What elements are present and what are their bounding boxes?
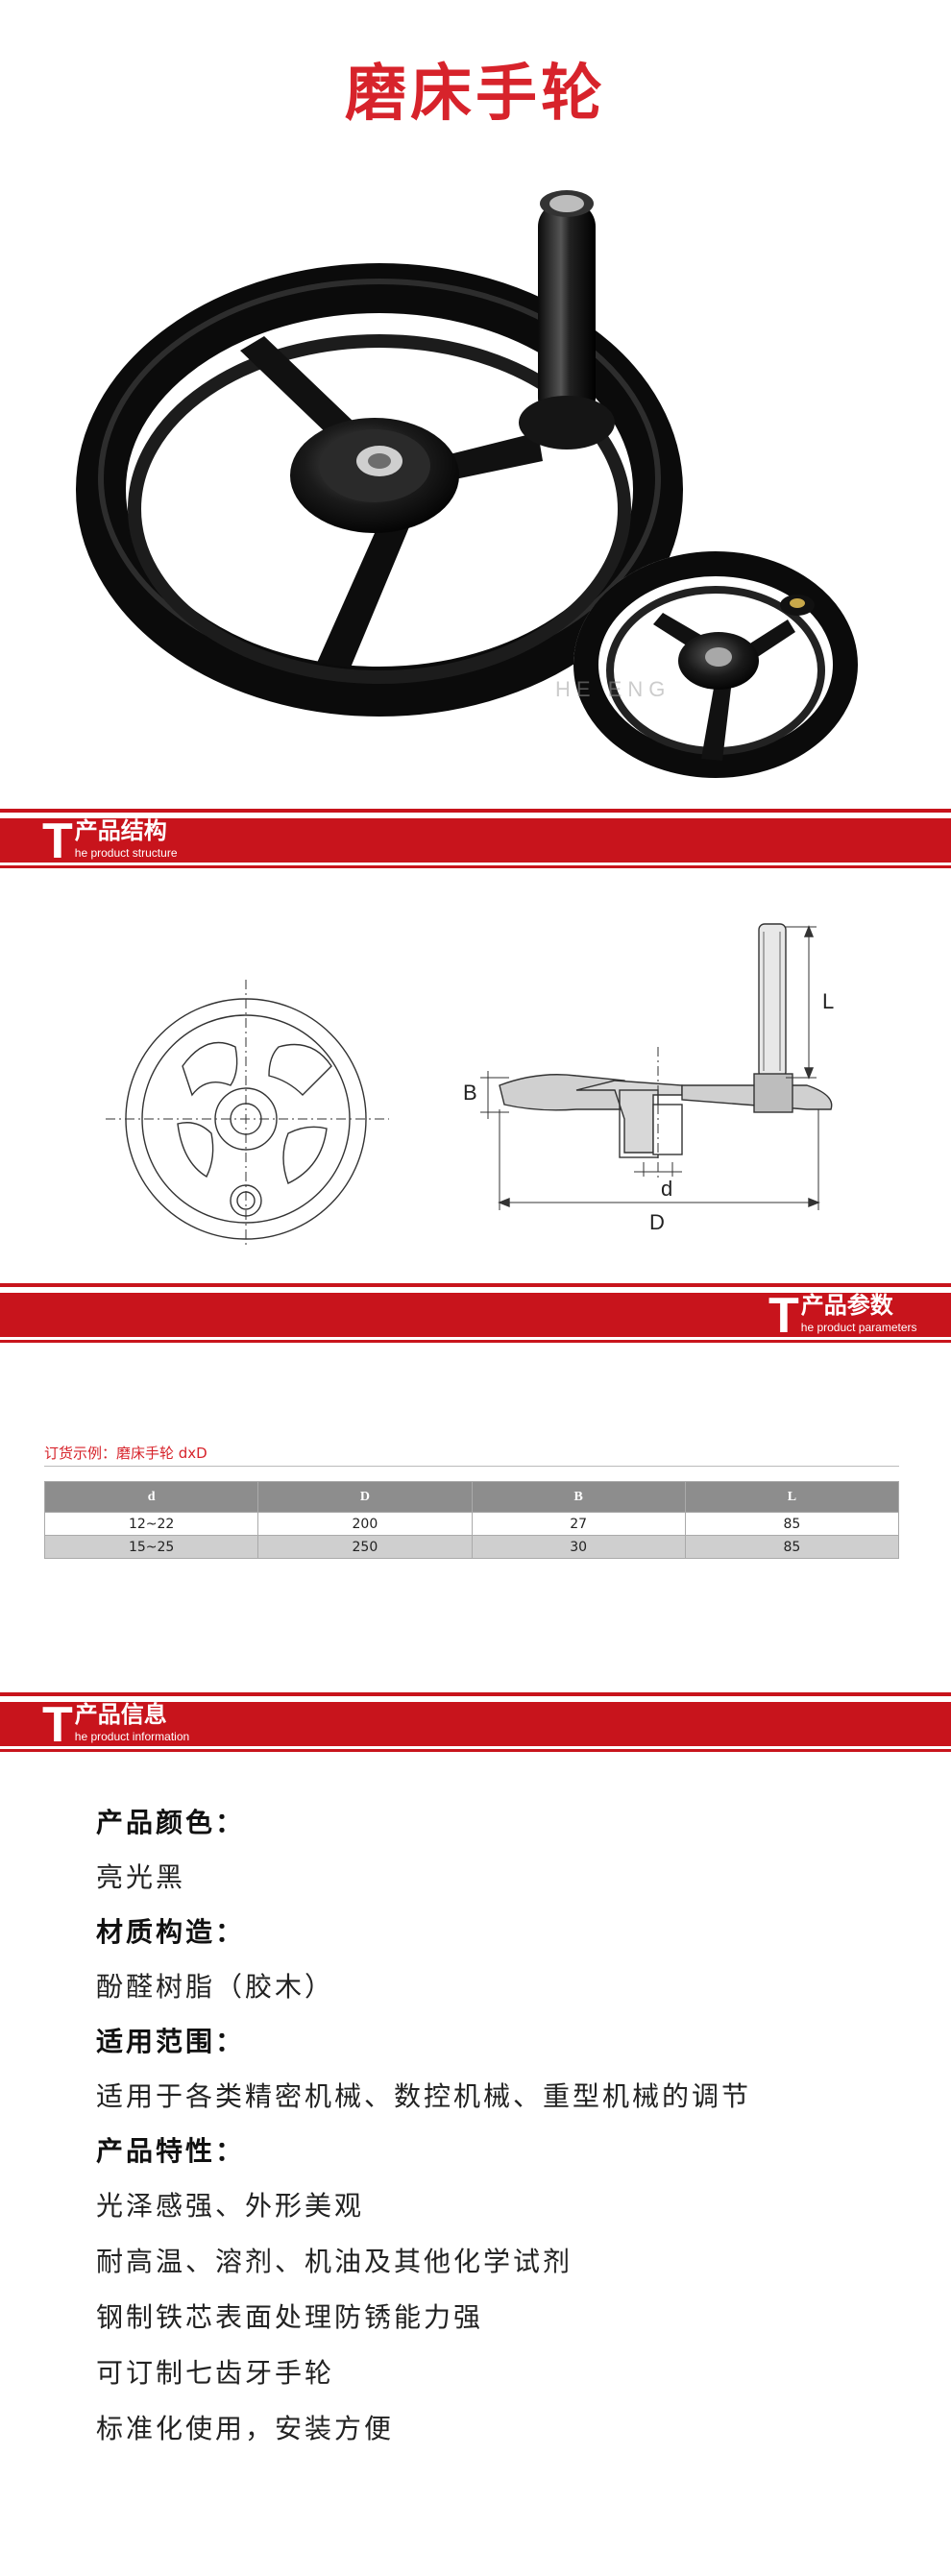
banner-title-cn: 产品结构	[74, 817, 167, 844]
table-cell: 200	[257, 1512, 473, 1536]
section-banner-parameters: T 产品参数 he product parameters	[0, 1283, 951, 1343]
table-header: d	[43, 1481, 259, 1513]
large-handwheel	[76, 190, 683, 717]
banner-title-en: he product structure	[74, 846, 178, 860]
dimension-label-d: d	[661, 1177, 672, 1201]
table-cell: 12~22	[43, 1512, 259, 1536]
dimension-label-L: L	[822, 989, 834, 1013]
order-example: 订货示例：磨床手轮 dxD	[44, 1445, 207, 1462]
table-header: D	[257, 1481, 473, 1513]
info-value: 可订制七齿牙手轮	[96, 2357, 335, 2389]
info-value: 亮光黑	[96, 1861, 186, 1893]
table-row: 12~22 200 27 85	[43, 1512, 900, 1536]
side-view-drawing	[480, 923, 833, 1210]
table-cell: 85	[684, 1535, 900, 1559]
banner-title-cn: 产品参数	[800, 1292, 893, 1319]
table-header: B	[471, 1481, 686, 1513]
page-title: 磨床手轮	[345, 59, 606, 130]
banner-title-en: he product parameters	[800, 1321, 917, 1334]
info-value: 光泽感强、外形美观	[96, 2190, 365, 2222]
info-value: 酚醛树脂（胶木）	[96, 1971, 335, 2003]
section-banner-information: T 产品信息 he product information	[0, 1692, 951, 1752]
info-value: 耐高温、溶剂、机油及其他化学试剂	[96, 2246, 573, 2277]
banner-title-en: he product information	[74, 1730, 190, 1743]
order-divider	[44, 1466, 899, 1467]
product-photo: HE ENG	[76, 190, 858, 778]
dimension-label-B: B	[463, 1081, 477, 1105]
table-header: L	[684, 1481, 900, 1513]
front-view-drawing	[106, 980, 389, 1249]
dimension-label-D: D	[649, 1210, 665, 1234]
banner-initial: T	[42, 1697, 73, 1753]
product-info: 产品颜色： 亮光黑 材质构造： 酚醛树脂（胶木） 适用范围： 适用于各类精密机械…	[96, 1796, 903, 2457]
info-heading-features: 产品特性：	[96, 2135, 246, 2167]
parameter-table: d D B L 12~22 200 27 85 15~25 250 30 85	[43, 1481, 900, 1559]
table-cell: 250	[257, 1535, 473, 1559]
table-cell: 15~25	[43, 1535, 259, 1559]
info-value: 标准化使用，安装方便	[96, 2413, 395, 2444]
structure-drawing: L B d D	[106, 923, 834, 1249]
table-cell: 27	[471, 1512, 686, 1536]
table-row: 15~25 250 30 85	[43, 1535, 900, 1559]
photo-watermark: HE ENG	[555, 677, 671, 701]
info-value: 钢制铁芯表面处理防锈能力强	[96, 2301, 484, 2333]
banner-title-cn: 产品信息	[74, 1701, 167, 1728]
banner-initial: T	[42, 814, 73, 869]
table-cell: 30	[471, 1535, 686, 1559]
section-banner-structure: T 产品结构 he product structure	[0, 809, 951, 868]
info-heading-scope: 适用范围：	[96, 2026, 246, 2057]
banner-initial: T	[768, 1288, 799, 1344]
table-cell: 85	[684, 1512, 900, 1536]
info-heading-color: 产品颜色：	[96, 1807, 246, 1838]
small-handwheel	[573, 551, 858, 778]
info-value: 适用于各类精密机械、数控机械、重型机械的调节	[96, 2080, 752, 2112]
table-header-row: d D B L	[43, 1481, 900, 1513]
info-heading-material: 材质构造：	[96, 1916, 246, 1948]
